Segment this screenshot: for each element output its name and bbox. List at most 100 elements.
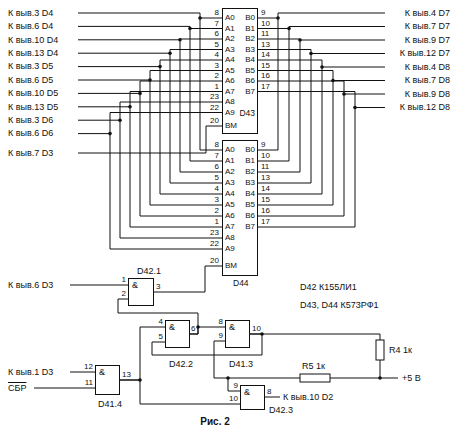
wire (160, 60, 222, 61)
pin-number: 5 (215, 173, 219, 182)
pin-number: 10 (229, 394, 238, 403)
pin-number: 23 (210, 92, 219, 101)
gate-symbol: & (229, 322, 235, 332)
signal-label: К выв.7 D8 (405, 75, 450, 85)
resistor-symbol (300, 374, 330, 382)
gate-name: D41.3 (229, 359, 253, 369)
pin-number: 13 (261, 173, 270, 182)
junction-dot (320, 65, 324, 69)
wire (258, 81, 344, 216)
pin-name: B5 (245, 66, 255, 75)
junction-dot (378, 376, 382, 380)
pin-name: B0 (245, 13, 255, 22)
junction-dot (298, 38, 302, 42)
chip-name: D43 (239, 109, 255, 119)
gate-name: D42.1 (137, 266, 161, 276)
pin-name: A7 (225, 87, 235, 96)
pin-number: 6 (215, 162, 219, 171)
pin-number: 22 (210, 239, 219, 248)
pin-number: 2 (122, 289, 126, 298)
wire (140, 81, 222, 216)
pin-name: A8 (225, 233, 235, 242)
wire (258, 60, 322, 61)
connector-wire (118, 299, 198, 334)
connector-wire (154, 266, 222, 292)
pin-number: 7 (215, 19, 219, 28)
signal-label: К выв.6 D4 (8, 21, 53, 31)
signal-label: К выв.4 D8 (405, 62, 450, 72)
wire (78, 13, 200, 14)
pin-number: 9 (261, 140, 265, 149)
pin-name: B7 (245, 222, 255, 231)
wire (258, 70, 333, 71)
pin-name: A4 (225, 55, 235, 64)
wire (258, 28, 289, 29)
gate-name: D42.2 (169, 359, 193, 369)
pin-name: ВМ (225, 121, 237, 130)
pin-number: 3 (215, 195, 219, 204)
signal-label: К выв.9 D8 (405, 89, 450, 99)
junction-dot (226, 376, 230, 380)
and-gate: &D42.3 (240, 385, 265, 410)
pin-number: 10 (261, 151, 270, 160)
wire (130, 91, 222, 92)
resistor-label: R5 1к (302, 361, 325, 371)
pin-number: 10 (252, 324, 261, 333)
junction-dot (168, 51, 172, 55)
pin-name: B2 (245, 167, 255, 176)
wire (78, 120, 120, 121)
pin-name: B1 (245, 156, 255, 165)
pin-number: 17 (261, 82, 270, 91)
pin-name: ВМ (225, 261, 237, 270)
wire (228, 378, 240, 391)
pin-number: 16 (261, 71, 270, 80)
wire (70, 372, 95, 373)
signal-label: К выв.10 D5 (8, 88, 58, 98)
resistor-symbol (376, 340, 384, 360)
wire (258, 39, 300, 40)
wire (120, 102, 222, 238)
pin-number: 20 (210, 256, 219, 265)
gate-symbol: & (244, 387, 250, 397)
wire (78, 133, 110, 134)
pin-name: B5 (245, 200, 255, 209)
wire (200, 18, 222, 19)
pin-name: A9 (225, 108, 235, 117)
wire (78, 26, 190, 27)
pin-number: 11 (261, 162, 269, 171)
signal-label: К выв.10 D4 (8, 35, 58, 45)
gate-name: D42.3 (269, 405, 293, 415)
wire (258, 71, 333, 206)
junction-dot (287, 27, 291, 31)
pin-name: A2 (225, 34, 235, 43)
junction-dot (178, 38, 182, 42)
wire (190, 28, 222, 29)
gate-name: D41.4 (98, 399, 122, 409)
chip-name: D44 (233, 279, 249, 289)
wire (130, 92, 222, 228)
signal-label: К выв.1 D3 (8, 367, 53, 377)
wire (140, 81, 222, 82)
pin-number: 8 (267, 387, 271, 396)
signal-label: К выв.13 D5 (8, 102, 58, 112)
pin-number: 2 (215, 71, 219, 80)
wire (120, 102, 222, 103)
signal-label: К выв.3 D4 (8, 8, 53, 18)
wire (258, 50, 311, 184)
signal-label: К выв.7 D3 (8, 148, 53, 158)
wire (258, 92, 355, 228)
pin-name: A7 (225, 222, 235, 231)
signal-label: К выв.3 D6 (8, 115, 53, 125)
wire (180, 39, 222, 40)
wire (150, 71, 222, 206)
junction-dot (188, 27, 192, 31)
wire (380, 360, 381, 378)
wire (78, 126, 222, 153)
pin-name: A8 (225, 97, 235, 106)
pin-name: B4 (245, 189, 255, 198)
wire (78, 53, 170, 54)
wire (110, 112, 222, 113)
wire (78, 93, 140, 94)
pin-number: 13 (261, 40, 270, 49)
